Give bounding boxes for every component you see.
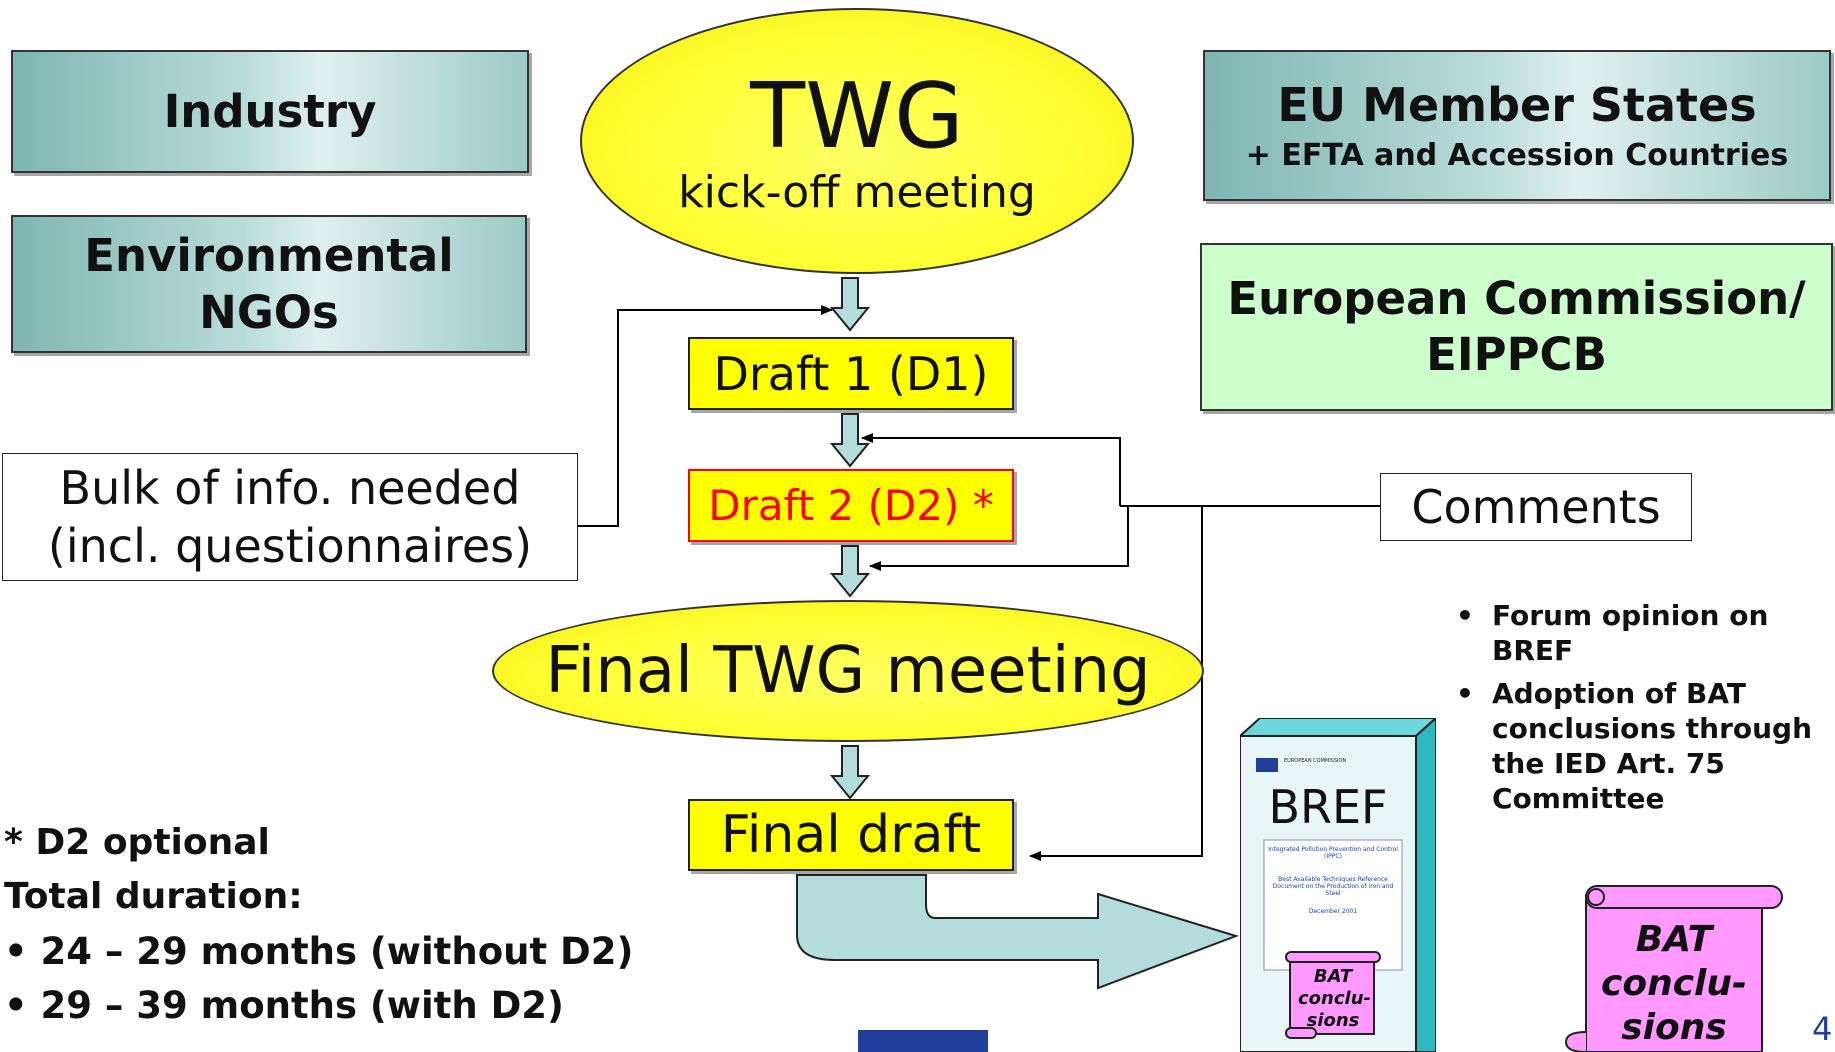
duration-without-d2: • 24 – 29 months (without D2) (4, 930, 634, 973)
final-draft-box: Final draft (688, 799, 1014, 871)
bref-book: EUROPEAN COMMISSION BREF Integrated Poll… (1240, 718, 1436, 1052)
d2-optional-note: * D2 optional (4, 822, 270, 863)
draft2-box: Draft 2 (D2) * (688, 469, 1014, 542)
curved-arrow-to-bref (796, 874, 1240, 990)
bat-conclusions-scroll: BAT conclu- sions (1562, 882, 1786, 1052)
duration-with-d2: • 29 – 39 months (with D2) (4, 984, 564, 1027)
commission-box: European Commission/ EIPPCB (1200, 243, 1833, 411)
page-number: 4 (1812, 1010, 1833, 1048)
bref-book-header: EUROPEAN COMMISSION (1284, 758, 1347, 764)
final-twg-meeting-ellipse: Final TWG meeting (492, 600, 1204, 742)
adoption-item: • Forum opinion on BREF (1456, 599, 1769, 667)
bulk-info-line2: (incl. questionnaires) (47, 519, 533, 573)
bulk-info-line1: Bulk of info. needed (59, 461, 521, 515)
draft1-box: Draft 1 (D1) (688, 337, 1014, 410)
bref-small-scroll: BAT conclu- sions (1284, 948, 1384, 1040)
industry-box: Industry (11, 50, 529, 173)
bref-small-scroll-text: BAT conclu- sions (1298, 966, 1371, 1031)
member-states-label: EU Member States (1277, 78, 1757, 132)
commission-label-line1: European Commission/ (1227, 272, 1806, 325)
industry-label: Industry (163, 85, 377, 138)
member-states-sublabel: + EFTA and Accession Countries (1245, 138, 1789, 173)
comments-label: Comments (1411, 480, 1661, 534)
commission-label-line2: EIPPCB (1426, 328, 1607, 381)
total-duration-heading: Total duration: (4, 876, 303, 917)
final-twg-meeting-label: Final TWG meeting (545, 634, 1151, 708)
bulk-info-box: Bulk of info. needed (incl. questionnair… (2, 453, 578, 581)
footer-blue-tab (858, 1030, 988, 1052)
ngos-label-line1: Environmental (84, 229, 454, 282)
bref-book-line2: Best Available Techniques Reference Docu… (1272, 876, 1394, 897)
block-arrow-4 (829, 745, 871, 800)
twg-kickoff-ellipse: TWG kick-off meeting (580, 8, 1134, 274)
member-states-box: EU Member States + EFTA and Accession Co… (1203, 50, 1831, 201)
block-arrow-2 (829, 413, 871, 468)
bulk-connector (550, 305, 833, 527)
comments-to-d2 (861, 433, 1121, 506)
bat-scroll-line3: sions (1621, 1007, 1727, 1048)
comments-to-final-meeting (869, 506, 1129, 571)
draft2-label: Draft 2 (D2) * (708, 481, 994, 530)
bat-scroll-line2: conclu- (1601, 963, 1747, 1004)
bat-scroll-text: BAT conclu- sions (1586, 918, 1762, 1050)
twg-title: TWG (750, 63, 964, 169)
comments-box: Comments (1380, 473, 1692, 541)
bat-scroll-line1: BAT (1635, 919, 1713, 960)
draft1-label: Draft 1 (D1) (713, 346, 989, 401)
block-arrow-3 (829, 545, 871, 598)
adoption-item: • Adoption of BAT conclusions through th… (1456, 677, 1813, 815)
twg-subtitle: kick-off meeting (678, 166, 1036, 218)
final-draft-label: Final draft (720, 805, 982, 865)
ngos-box: Environmental NGOs (11, 215, 527, 353)
comments-to-final-draft (1029, 506, 1203, 861)
bref-book-line1: Integrated Pollution Prevention and Cont… (1268, 846, 1398, 860)
ngos-label-line2: NGOs (199, 286, 339, 339)
bref-book-title: BREF (1268, 780, 1388, 834)
adoption-list: • Forum opinion on BREF • Adoption of BA… (1456, 598, 1834, 816)
bref-book-date: December 2001 (1308, 908, 1358, 915)
block-arrow-1 (829, 277, 871, 332)
